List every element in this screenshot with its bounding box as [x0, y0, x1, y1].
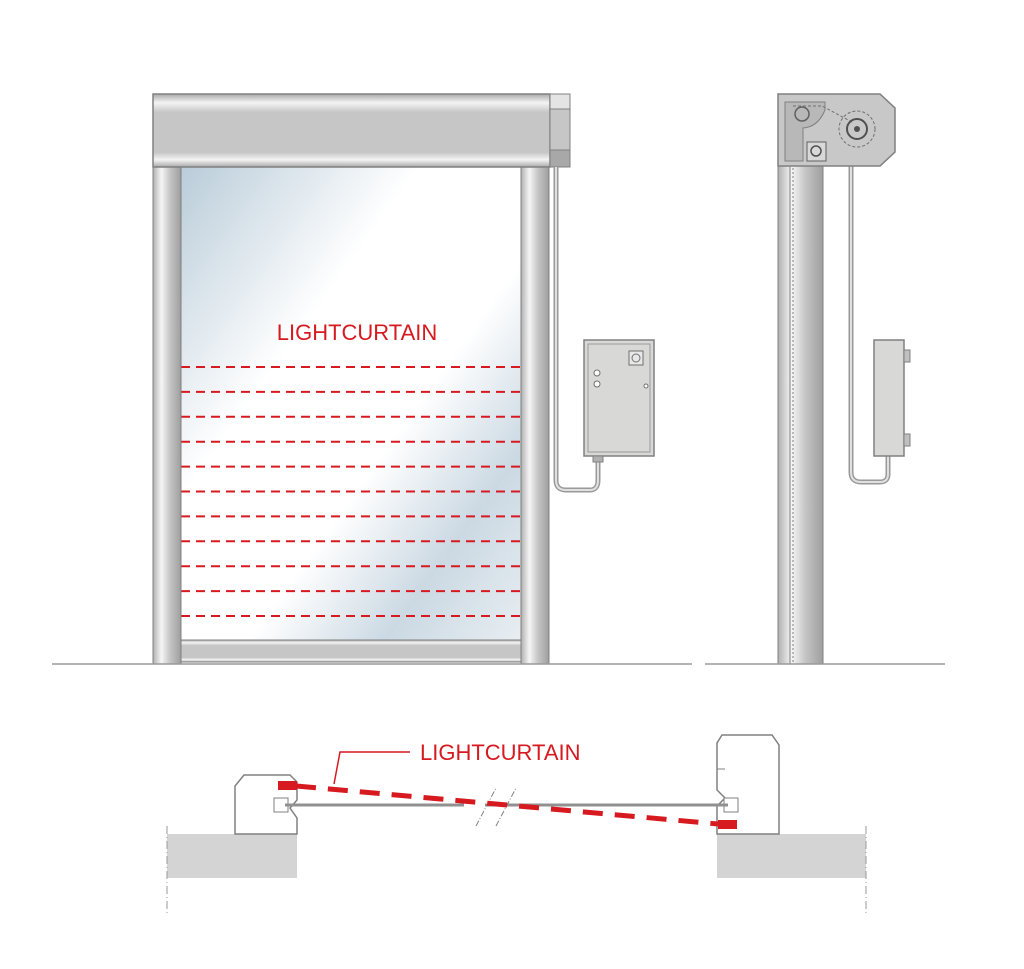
- side-post: [777, 159, 824, 665]
- right-wall-section: [717, 834, 866, 878]
- receiver: [718, 820, 737, 829]
- lightcurtain-label-plan: LIGHTCURTAIN: [420, 740, 581, 765]
- motor-end-cap: [549, 93, 571, 168]
- left-side-post: [152, 166, 182, 665]
- break-mark: [475, 787, 497, 827]
- door-curtain-glass: [181, 167, 521, 640]
- leader-line: [333, 751, 410, 785]
- right-side-post: [520, 166, 550, 665]
- left-wall-section: [167, 834, 297, 878]
- side-view: [705, 93, 945, 665]
- side-roller-head: [777, 93, 896, 167]
- light-beam-diagonal: [295, 783, 719, 827]
- control-box: [583, 339, 655, 463]
- motor-icon: [806, 141, 827, 162]
- indicator-light-icon: [593, 369, 601, 377]
- small-pulley-icon: [794, 106, 810, 122]
- drive-wheel-icon: [838, 110, 876, 148]
- plan-view: LIGHTCURTAIN: [166, 734, 867, 915]
- right-guide-profile: [716, 734, 780, 835]
- side-control-box: [873, 339, 911, 457]
- transmitter: [278, 781, 297, 790]
- main-switch-icon: [628, 350, 644, 366]
- roller-head-cover: [152, 93, 551, 168]
- light-beams: [181, 366, 521, 617]
- lightcurtain-label-front: LIGHTCURTAIN: [277, 320, 438, 345]
- indicator-light-icon: [593, 380, 601, 388]
- bottom-bar: [180, 639, 522, 663]
- front-view: LIGHTCURTAIN: [52, 93, 692, 665]
